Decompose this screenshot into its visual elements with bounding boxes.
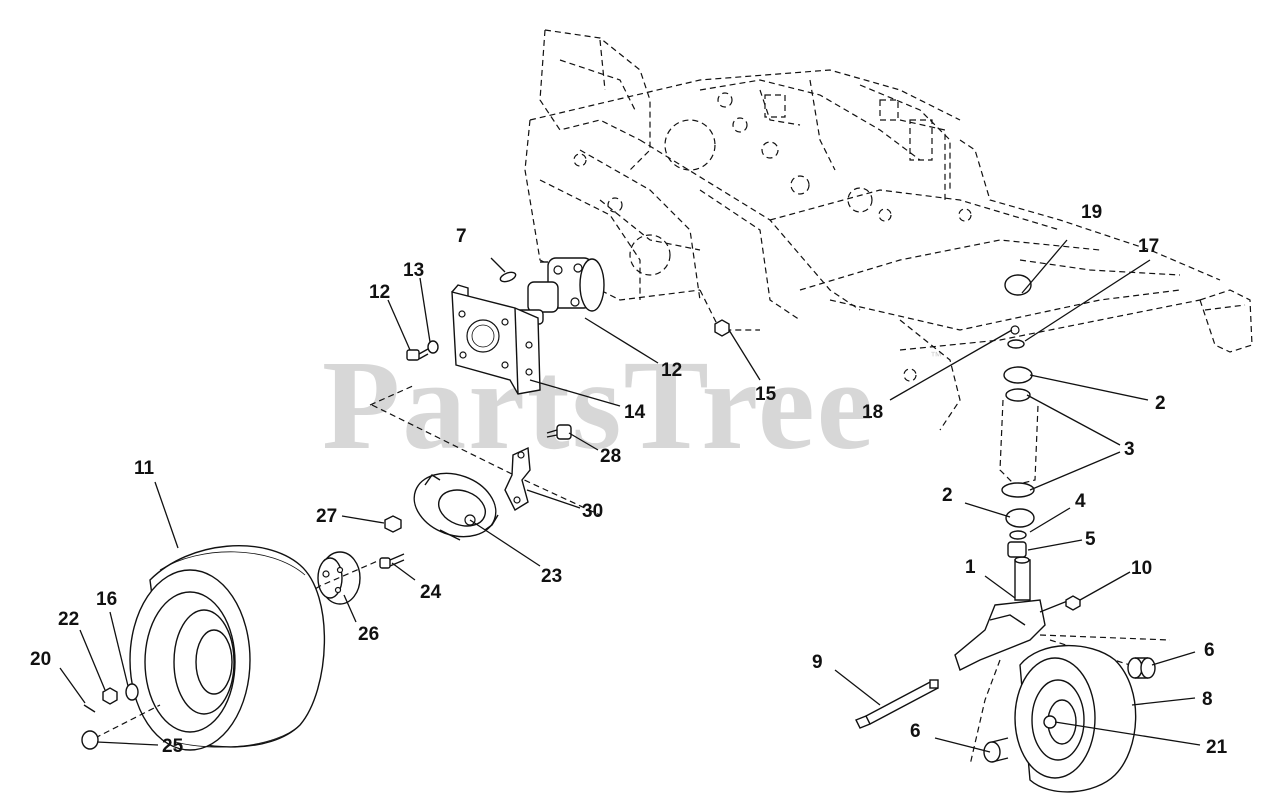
callout-10: 10 — [1131, 558, 1152, 579]
callout-6-lower: 6 — [910, 721, 921, 742]
cap-26 — [81, 730, 99, 750]
caster-bolt-9 — [855, 679, 939, 729]
nut-10 — [1065, 595, 1081, 611]
callout-24: 23 — [541, 566, 562, 587]
motor-key — [499, 271, 517, 283]
brake-assembly — [413, 472, 499, 541]
callout-20: 19 — [1081, 202, 1102, 223]
callout-1: 1 — [965, 557, 976, 578]
bolt-13 — [406, 348, 429, 361]
callout-22: 21 — [1206, 737, 1228, 758]
callout-8: 8 — [1202, 689, 1213, 710]
callout-26: 25 — [162, 736, 184, 757]
washer-14 — [427, 340, 439, 354]
hydro-motor — [514, 257, 605, 325]
washer-17 — [125, 683, 139, 701]
callout-23: 22 — [58, 609, 79, 630]
callout-18: 17 — [1138, 236, 1159, 257]
cotter-pin-21 — [83, 704, 96, 713]
bolt-29 — [546, 424, 572, 440]
dust-cap-20 — [1004, 274, 1032, 296]
callout-7: 7 — [456, 226, 467, 247]
callout-3: 3 — [1124, 439, 1135, 460]
callout-14: 13 — [403, 260, 424, 281]
motor-mount-bracket — [451, 284, 541, 395]
watermark-trademark: ™ — [930, 349, 942, 363]
callout-16: 15 — [755, 384, 777, 405]
wheel-hub-27 — [317, 551, 361, 605]
leader-lines — [59, 239, 1201, 753]
callout-30: 30 — [582, 501, 603, 522]
brake-arm — [504, 446, 531, 511]
spacer-6-lower — [983, 737, 1009, 763]
nut-28 — [384, 515, 402, 533]
callout-27: 26 — [358, 624, 379, 645]
spacer-6-upper — [1127, 657, 1156, 679]
callout-17: 16 — [96, 589, 117, 610]
nut-23 — [102, 687, 118, 705]
callout-13: 12 — [369, 282, 390, 303]
watermark: PartsTree — [322, 334, 875, 476]
caster-yoke — [954, 556, 1071, 671]
callout-28: 27 — [316, 506, 337, 527]
callout-29: 28 — [600, 446, 621, 467]
callout-9: 9 — [812, 652, 823, 673]
callout-21: 20 — [30, 649, 51, 670]
front-caster-tire — [1014, 644, 1137, 793]
callout-2-lower: 2 — [942, 485, 953, 506]
callout-4: 4 — [1075, 491, 1086, 512]
callout-15: 14 — [624, 402, 646, 423]
stud-25 — [379, 553, 405, 569]
nut-16 — [714, 319, 730, 337]
callout-19: 18 — [862, 402, 883, 423]
mower-frame — [524, 29, 1253, 431]
callout-6-upper: 6 — [1204, 640, 1215, 661]
callout-11: 11 — [134, 458, 155, 479]
rear-tire — [94, 545, 326, 751]
callout-25: 24 — [420, 582, 442, 603]
callout-2-upper: 2 — [1155, 393, 1166, 414]
callout-5: 5 — [1085, 529, 1096, 550]
callout-12: 12 — [661, 360, 682, 381]
